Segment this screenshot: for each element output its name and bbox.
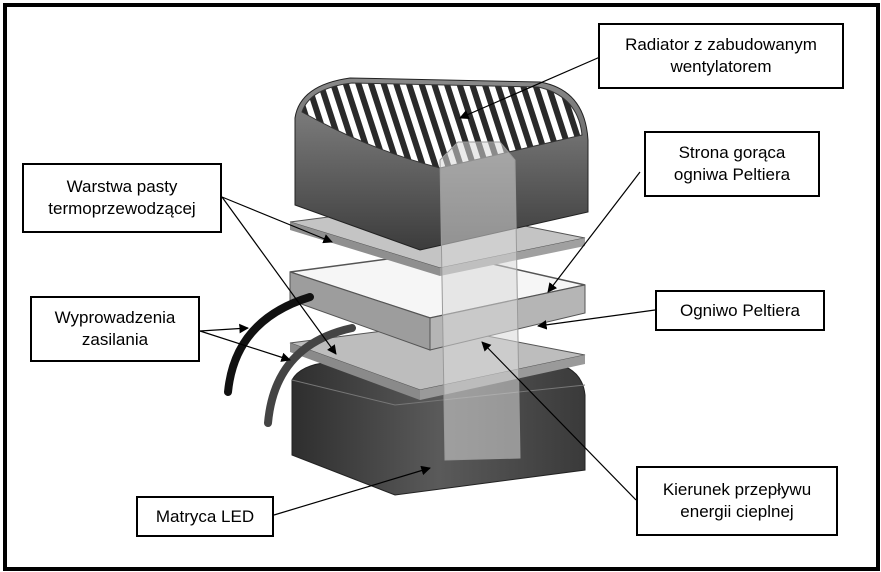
label-peltier-cell-text: Ogniwo Peltiera (679, 300, 800, 320)
label-paste-layer-text: Warstwa pasty termoprzewodzącej (48, 177, 196, 218)
label-peltier-cell: Ogniwo Peltiera (655, 290, 825, 331)
label-radiator: Radiator z zabudowanym wentylatorem (598, 23, 844, 89)
label-hot-side-text: Strona gorąca ogniwa Peltiera (673, 143, 791, 184)
heat-flow-arrow (439, 141, 521, 461)
label-power-leads-text: Wyprowadzenia zasilania (54, 308, 176, 349)
label-heat-flow: Kierunek przepływu energii cieplnej (636, 466, 838, 536)
label-heat-flow-text: Kierunek przepływu energii cieplnej (662, 480, 812, 521)
label-power-leads: Wyprowadzenia zasilania (30, 296, 200, 362)
label-led-matrix: Matryca LED (136, 496, 274, 537)
label-radiator-text: Radiator z zabudowanym wentylatorem (625, 35, 817, 76)
leader-lines (199, 56, 656, 516)
label-paste-layer: Warstwa pasty termoprzewodzącej (22, 163, 222, 233)
label-hot-side: Strona gorąca ogniwa Peltiera (644, 131, 820, 197)
label-led-matrix-text: Matryca LED (155, 506, 255, 526)
power-leads (224, 293, 356, 427)
